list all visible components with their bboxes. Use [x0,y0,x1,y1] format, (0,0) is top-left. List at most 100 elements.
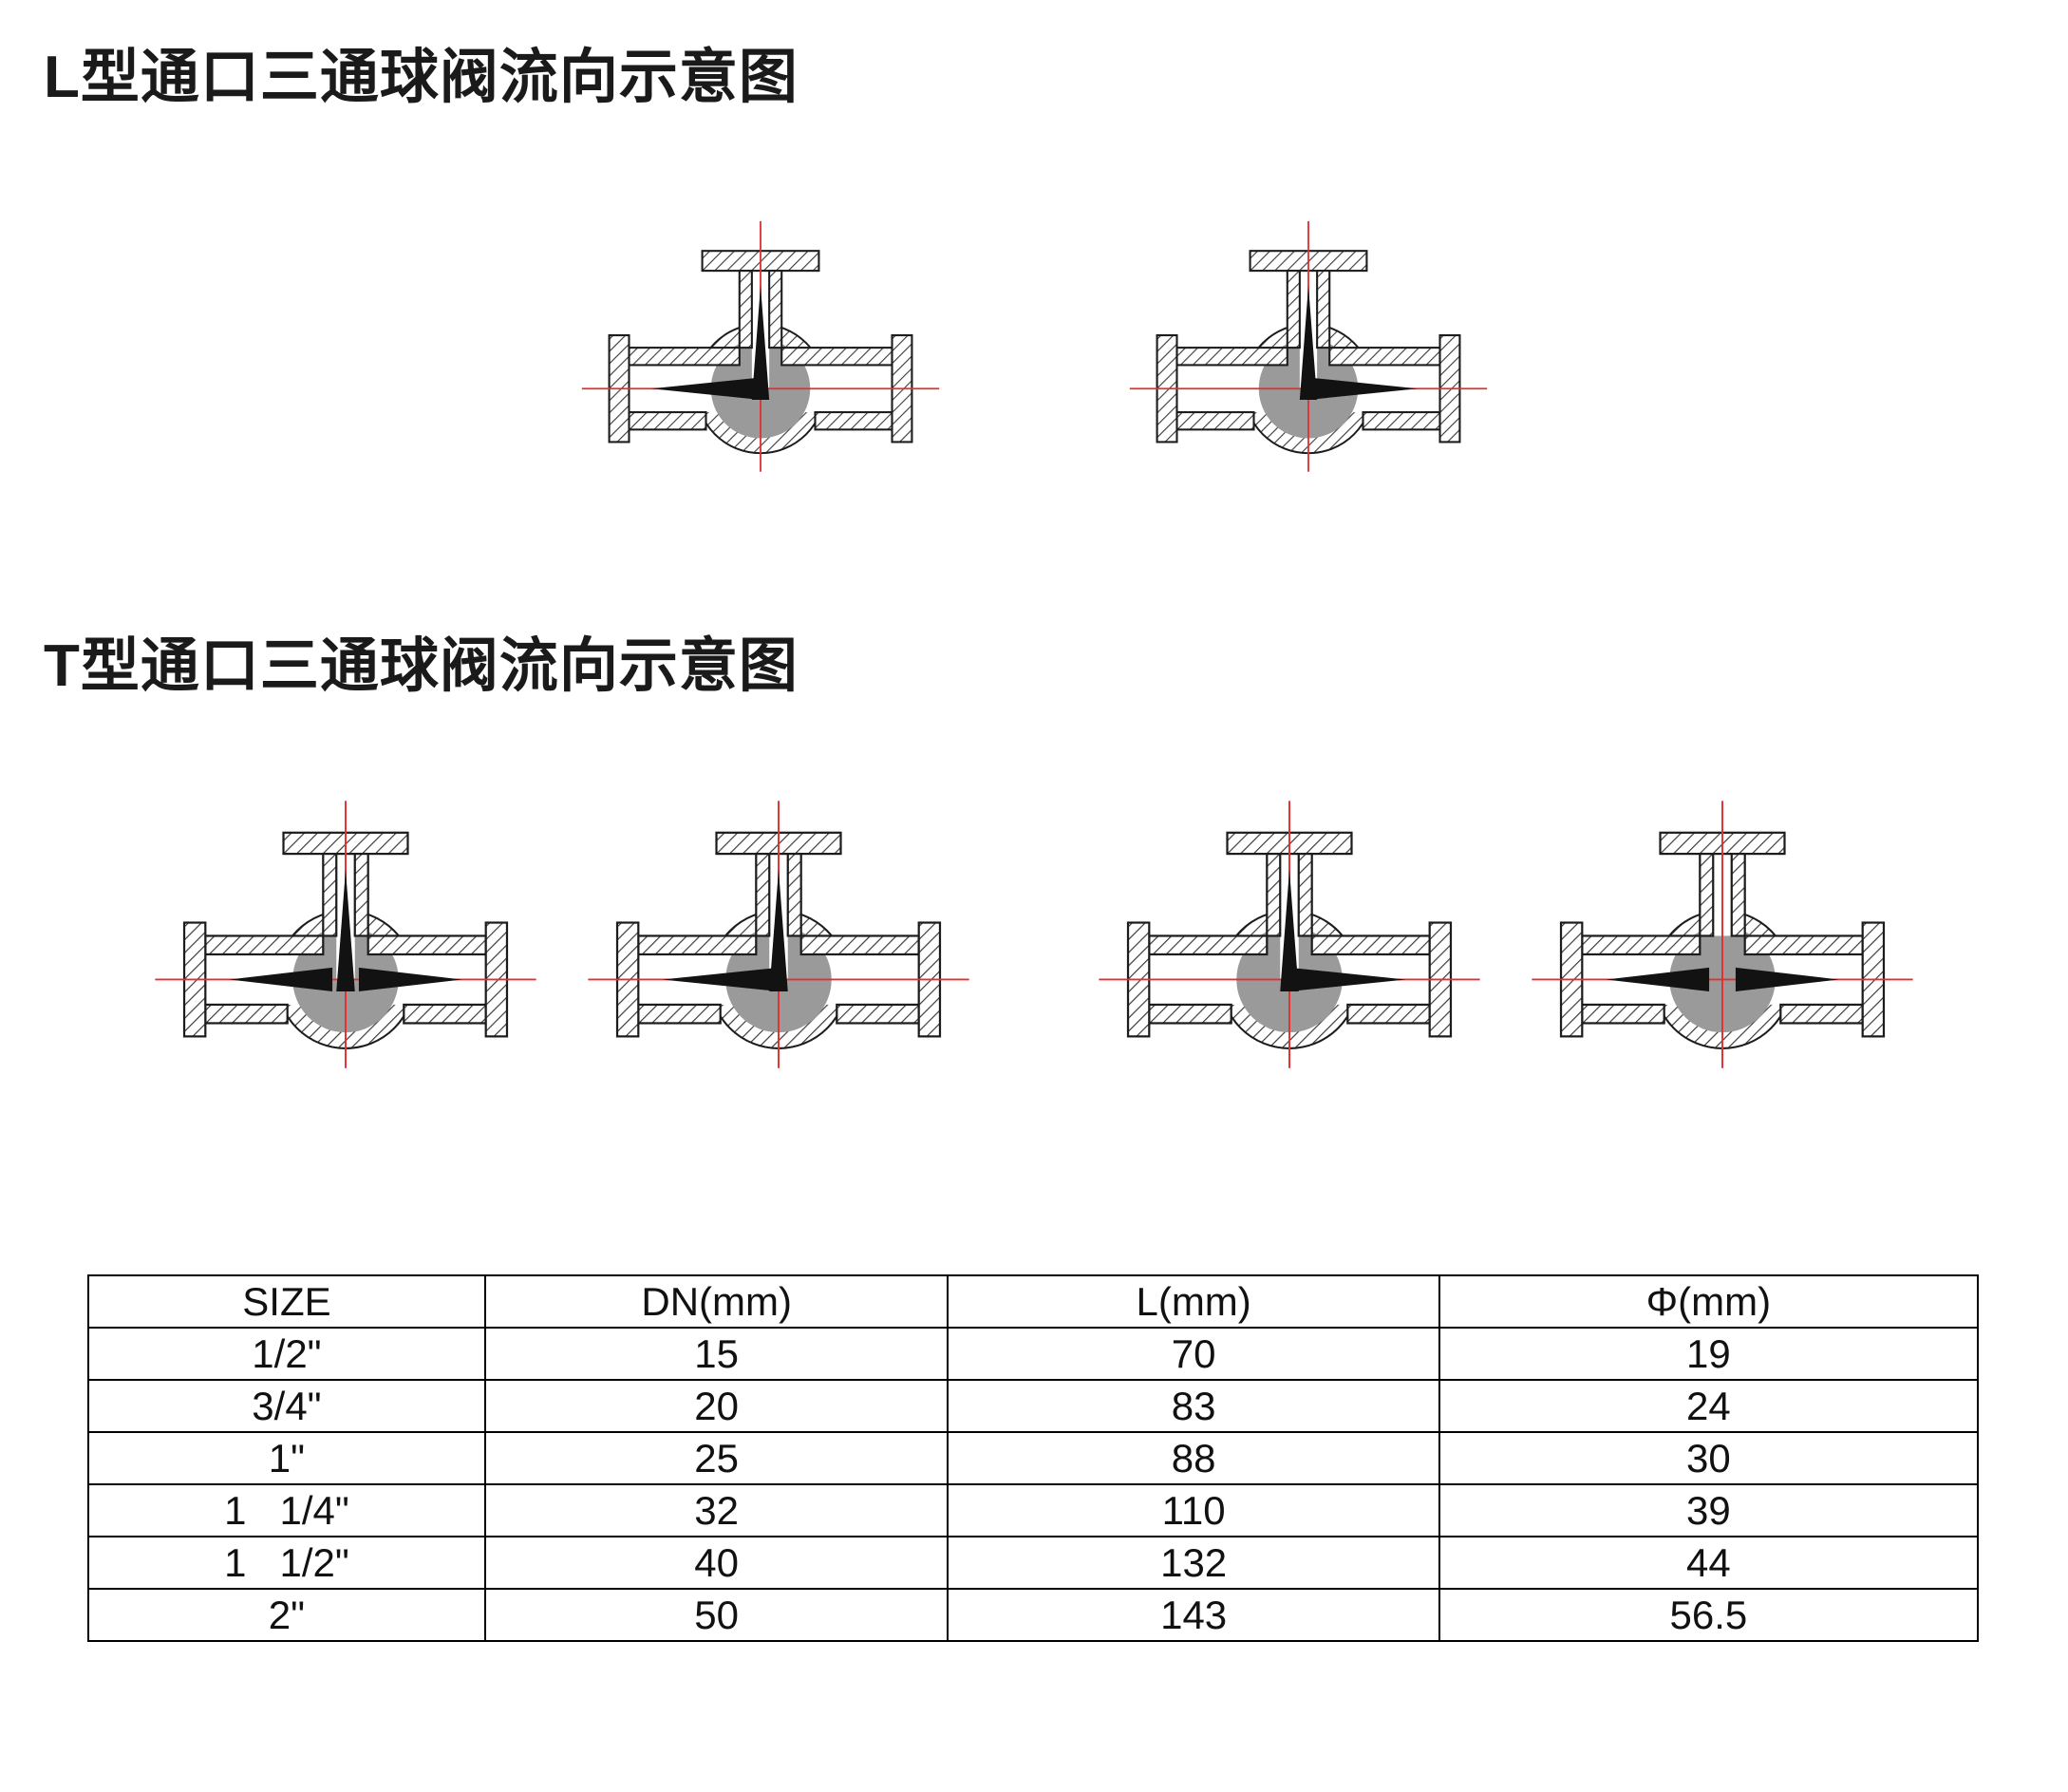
valve-wall [627,347,741,367]
flow-arrow-right [1289,967,1406,992]
table-header-cell: DN(mm) [483,1274,949,1330]
table-cell: 70 [947,1327,1440,1382]
valve-wall [1310,934,1431,956]
flow-arrow-up [336,869,355,992]
valve-wall [1148,1003,1232,1025]
t-type-diagrams [0,793,2068,1103]
valve-diagram-l1 [574,214,947,505]
flow-arrow-left [650,377,761,400]
t-type-title: T型通口三通球阀流向示意图 [44,633,799,700]
table-cell: 19 [1438,1327,1980,1382]
flow-arrow-left [229,967,333,992]
flow-arrow-up [1280,869,1299,992]
valve-wall [1286,270,1301,349]
valve-wall [1175,411,1255,431]
table-header-cell: SIZE [87,1274,486,1330]
table-cell: 132 [947,1536,1440,1591]
l-type-diagrams [0,214,2068,505]
valve-wall [1266,853,1282,937]
valve-wall [1699,853,1715,937]
table-cell: 110 [947,1483,1440,1538]
flow-arrow-up [751,285,769,400]
t-valve-pair-left [147,793,977,1103]
flow-arrow-up [769,869,788,992]
valve-wall [637,1003,722,1025]
table-cell: 56.5 [1438,1588,1980,1643]
flow-arrow-right [358,967,462,992]
table-cell: 1" [87,1431,486,1486]
valve-wall [780,347,893,367]
valve-wall [627,411,707,431]
flow-arrow-left [662,967,779,992]
valve-svg [1099,801,1480,1068]
table-cell: 2" [87,1588,486,1643]
valve-diagram-l2 [1122,214,1495,505]
flow-arrow-right [1307,377,1418,400]
table-cell: 44 [1438,1536,1980,1591]
table-cell: 15 [483,1327,949,1382]
table-cell: 25 [483,1431,949,1486]
valve-wall [204,934,325,956]
valve-wall [1730,853,1746,937]
valve-wall [1581,934,1701,956]
valve-wall [1743,934,1864,956]
valve-wall [813,411,893,431]
valve-wall [403,1003,487,1025]
table-cell: 1 1/2" [87,1536,486,1591]
valve-wall [353,853,369,937]
valve-wall [767,270,782,349]
table-cell: 24 [1438,1379,1980,1434]
valve-wall [799,934,920,956]
table-cell: 30 [1438,1431,1980,1486]
table-header-cell: Φ(mm) [1438,1274,1980,1330]
table-cell: 3/4" [87,1379,486,1434]
table-cell: 50 [483,1588,949,1643]
valve-wall [367,934,487,956]
valve-wall [204,1003,289,1025]
valve-svg [588,801,969,1068]
valve-wall [738,270,753,349]
flow-arrow-right [1735,967,1839,992]
valve-diagram-t3 [1091,793,1488,1103]
valve-wall [322,853,338,937]
valve-diagram-t4 [1524,793,1921,1103]
table-cell: 40 [483,1536,949,1591]
valve-svg [581,220,939,472]
valve-wall [786,853,802,937]
table-cell: 83 [947,1379,1440,1434]
valve-wall [1581,1003,1665,1025]
valve-wall [836,1003,920,1025]
flow-arrow-left [1606,967,1710,992]
valve-svg [1532,801,1913,1068]
table-cell: 39 [1438,1483,1980,1538]
flow-arrow-up [1299,285,1317,400]
table-cell: 1 1/4" [87,1483,486,1538]
valve-wall [1315,270,1330,349]
valve-diagram-t2 [580,793,977,1103]
table-header-cell: L(mm) [947,1274,1440,1330]
valve-wall [755,853,771,937]
t-valve-pair-right [1091,793,1921,1103]
valve-wall [1175,347,1288,367]
table-cell: 1/2" [87,1327,486,1382]
table-cell: 143 [947,1588,1440,1643]
valve-wall [1148,934,1269,956]
valve-wall [1779,1003,1864,1025]
valve-wall [1346,1003,1431,1025]
table-cell: 32 [483,1483,949,1538]
valve-wall [1361,411,1441,431]
valve-svg [1129,220,1487,472]
l-type-title: L型通口三通球阀流向示意图 [44,45,799,110]
valve-diagram-t1 [147,793,544,1103]
valve-wall [637,934,758,956]
valve-svg [155,801,536,1068]
